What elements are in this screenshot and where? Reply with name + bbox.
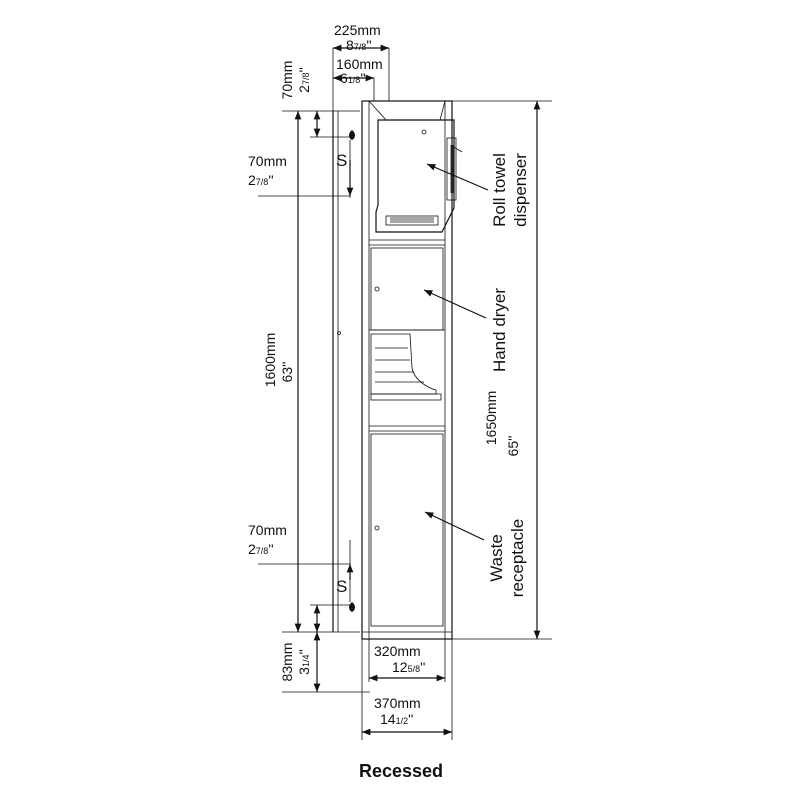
label-dryer: Hand dryer [490, 288, 509, 372]
lower-anchor-in: 2 [248, 541, 256, 557]
lower-anchor-mm: 70mm [248, 522, 287, 538]
svg-text:27/8'': 27/8'' [248, 172, 274, 188]
upper-anchor-mm: 70mm [248, 153, 287, 169]
anchor-mark: S [336, 577, 347, 596]
svg-text:141/2'': 141/2'' [380, 711, 413, 727]
depth-inner-in: 6 [340, 70, 348, 86]
component-labels: Roll towel dispenser Hand dryer Waste re… [487, 153, 530, 597]
width-inner-mm: 320mm [374, 643, 421, 659]
svg-text:87/8'': 87/8'' [346, 37, 372, 53]
label-waste-line1: Waste [487, 534, 506, 582]
svg-text:61/8'': 61/8'' [340, 70, 366, 86]
hand-dryer-module [369, 247, 445, 432]
depth-total-in: 8 [346, 37, 354, 53]
depth-dimensions: 225mm 87/8'' 160mm 61/8'' [332, 22, 390, 111]
top-offset-in: 2 [296, 85, 312, 93]
cabinet [361, 100, 453, 640]
depth-total-mm: 225mm [334, 22, 381, 38]
waste-receptacle-module [370, 433, 444, 627]
overall-height-dimension: 1650mm 65'' [452, 100, 552, 640]
width-inner-in: 12 [392, 659, 408, 675]
height-total-in: 65'' [505, 436, 521, 457]
svg-text:27/8'': 27/8'' [296, 67, 312, 93]
caption: Recessed [359, 761, 443, 781]
upper-anchor-in: 2 [248, 172, 256, 188]
label-towel-line1: Roll towel [490, 153, 509, 227]
label-waste-line2: receptacle [508, 519, 527, 597]
screw-anchor-icon [349, 602, 355, 612]
label-towel-line2: dispenser [511, 153, 530, 227]
wall-profile [332, 110, 360, 633]
screw-anchor-icon [349, 130, 355, 140]
lower-anchor: S [336, 540, 355, 612]
bottom-offset-mm: 83mm [279, 643, 295, 682]
bottom-offset-in: 3 [296, 667, 312, 675]
width-total-in: 14 [380, 711, 396, 727]
height-inner-mm: 1600mm [262, 333, 278, 387]
depth-inner-mm: 160mm [336, 56, 383, 72]
top-offset-mm: 70mm [279, 61, 295, 100]
height-total-mm: 1650mm [483, 391, 499, 445]
anchor-mark: S [336, 151, 347, 170]
upper-anchor: S [336, 130, 355, 198]
height-inner-in: 63'' [279, 362, 295, 383]
svg-text:27/8'': 27/8'' [248, 541, 274, 557]
svg-text:125/8'': 125/8'' [392, 659, 425, 675]
width-dimensions: 320mm 125/8'' 370mm 141/2'' [361, 639, 453, 740]
svg-text:31/4'': 31/4'' [296, 649, 312, 675]
leader-lines [423, 163, 489, 541]
towel-dispenser-module [368, 100, 463, 246]
width-total-mm: 370mm [374, 695, 421, 711]
height-dimensions: 70mm 27/8'' 70mm 27/8'' 1600mm 63'' 70mm… [248, 61, 370, 693]
